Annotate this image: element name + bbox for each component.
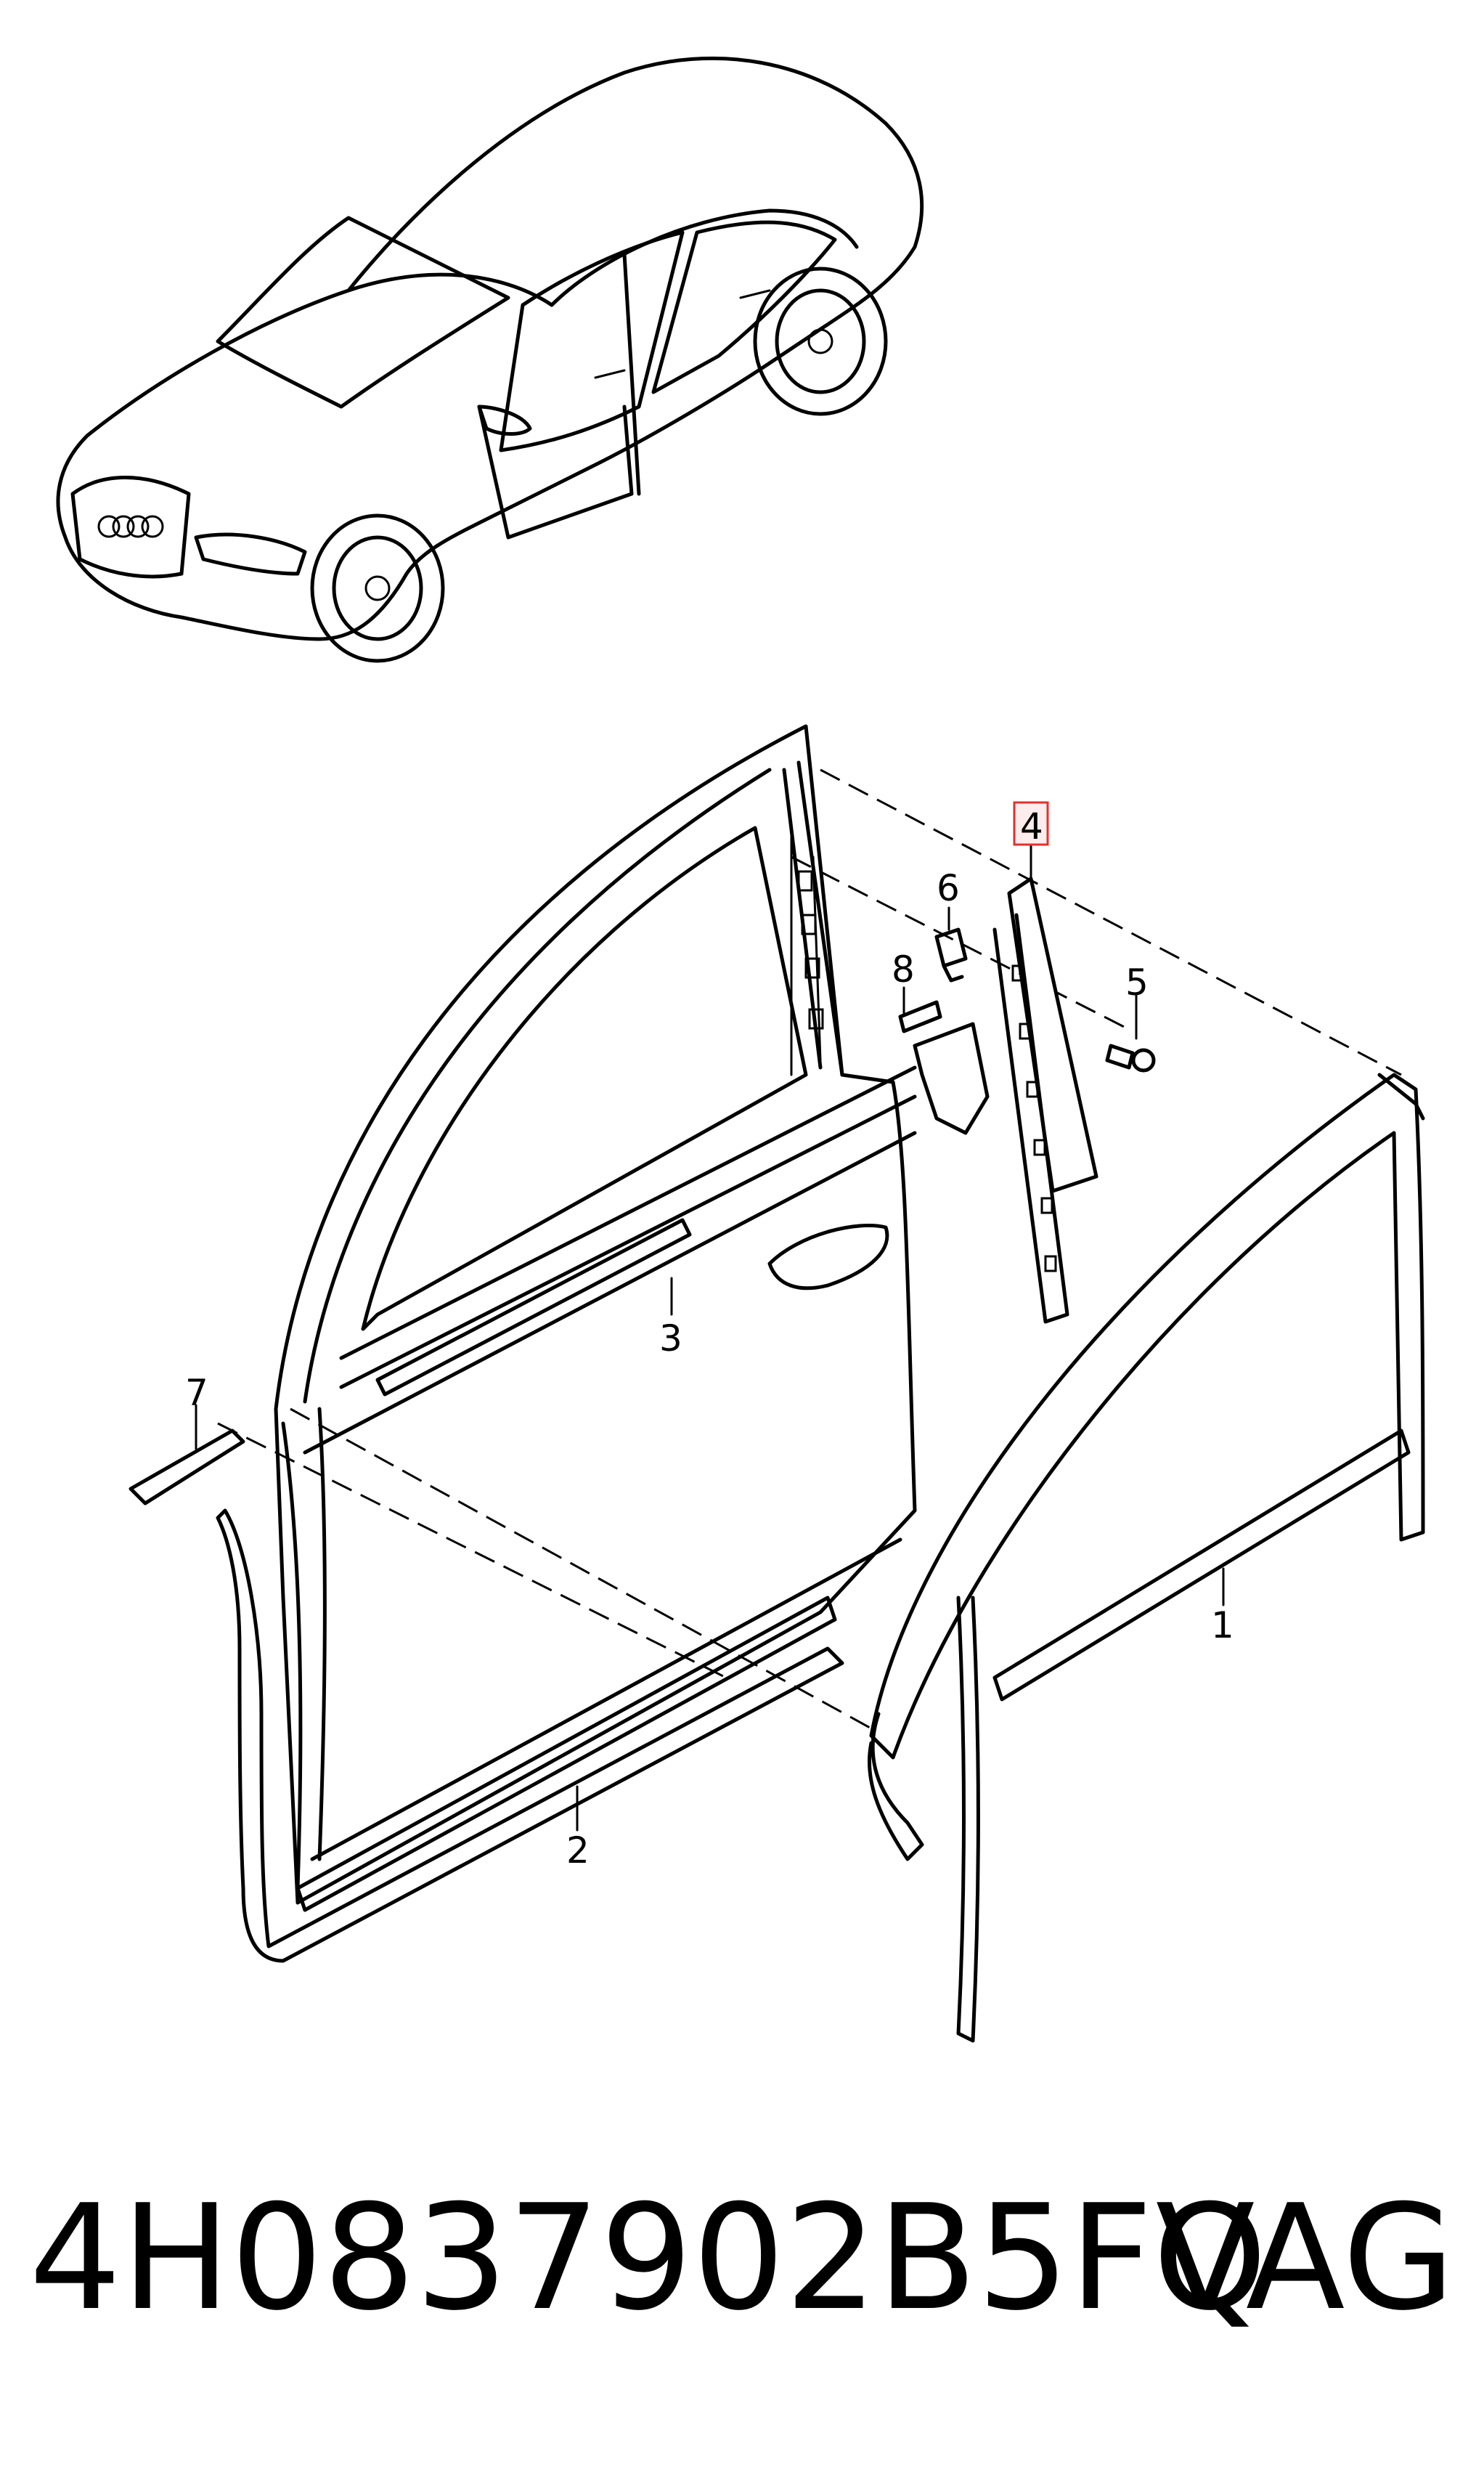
door-shell-part-3 [274, 724, 917, 1912]
callout-4[interactable]: 4 [1020, 805, 1043, 848]
trim-strip-part-4[interactable] [992, 841, 1098, 1324]
small-trim-part-7 [129, 1404, 245, 1505]
screw-part-5 [1105, 993, 1156, 1073]
callout-2[interactable]: 2 [566, 1829, 590, 1872]
brand-label: VAG [1155, 2174, 1455, 2343]
callout-5[interactable]: 5 [1125, 962, 1149, 1004]
window-seal-part-1 [868, 1073, 1425, 2043]
bracket-part-8 [898, 986, 990, 1135]
callout-1[interactable]: 1 [1211, 1604, 1234, 1646]
callouts: 4 6 5 8 3 7 1 2 [185, 801, 1234, 1872]
door-seal-part-2 [216, 1508, 844, 1963]
car-overview-illustration [56, 56, 924, 663]
part-number-label: 4H0837902B5FQ [29, 2174, 1268, 2343]
callout-6[interactable]: 6 [937, 867, 960, 909]
callout-4-highlight-box [1013, 801, 1049, 846]
callout-3[interactable]: 3 [659, 1317, 682, 1360]
callout-8[interactable]: 8 [892, 948, 915, 991]
clip-part-6 [934, 906, 968, 983]
callout-7[interactable]: 7 [185, 1372, 208, 1414]
